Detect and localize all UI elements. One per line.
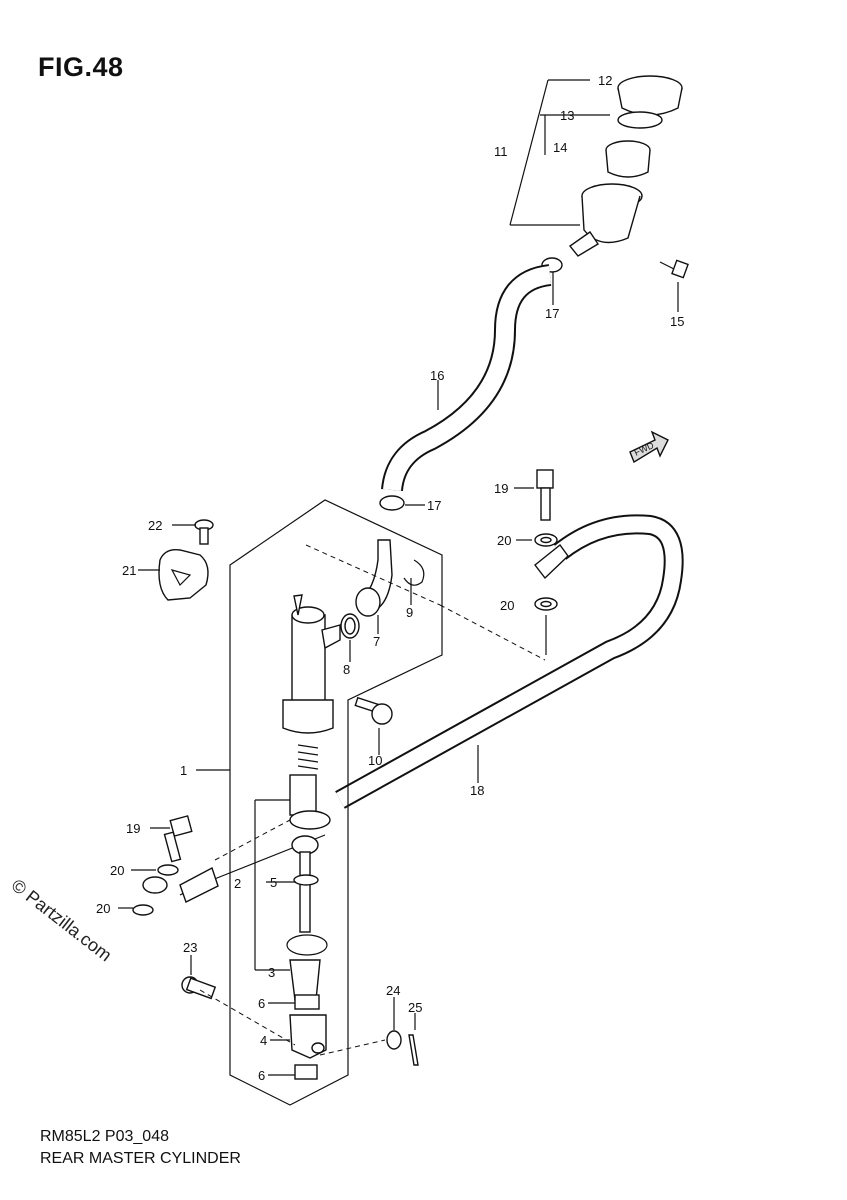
- hose-joint[interactable]: [355, 539, 393, 617]
- figure-title: FIG.48: [38, 52, 124, 82]
- callout-19b[interactable]: 19: [126, 821, 140, 836]
- callout-20c[interactable]: 20: [110, 863, 124, 878]
- diagram-name: REAR MASTER CYLINDER: [40, 1150, 241, 1167]
- brake-hose-lower-end[interactable]: [142, 834, 326, 903]
- o-ring[interactable]: [340, 613, 360, 639]
- callout-16[interactable]: 16: [430, 368, 444, 383]
- callout-10[interactable]: 10: [368, 753, 382, 768]
- callout-21[interactable]: 21: [122, 563, 136, 578]
- bolt-15[interactable]: [659, 259, 689, 279]
- spring[interactable]: [297, 744, 319, 770]
- union-bolt-left[interactable]: [163, 815, 193, 863]
- master-cylinder-body[interactable]: [282, 594, 341, 734]
- callout-2[interactable]: 2: [234, 876, 241, 891]
- callout-20b[interactable]: 20: [500, 598, 514, 613]
- callout-17a[interactable]: 17: [545, 306, 559, 321]
- callout-6a[interactable]: 6: [258, 996, 265, 1011]
- callout-18[interactable]: 18: [470, 783, 484, 798]
- piston-cup[interactable]: [289, 774, 331, 830]
- cotter-pin[interactable]: [408, 1034, 419, 1066]
- callout-labels: 12 13 11 14 17 15 16 17 19 20 20 22 21 8…: [96, 73, 684, 1083]
- callout-22[interactable]: 22: [148, 518, 162, 533]
- callout-25[interactable]: 25: [408, 1000, 422, 1015]
- clevis[interactable]: [289, 1014, 327, 1059]
- nut-lower[interactable]: [294, 1064, 318, 1080]
- assembly-guide-lines: [199, 544, 546, 1056]
- reservoir-diaphragm-plate[interactable]: [617, 111, 663, 129]
- hose-guard[interactable]: [158, 549, 209, 601]
- washer-right-upper[interactable]: [534, 533, 558, 547]
- circlip-9[interactable]: [403, 559, 425, 586]
- clevis-pin[interactable]: [181, 976, 217, 1000]
- circlip-3[interactable]: [286, 934, 328, 956]
- union-bolt-right[interactable]: [536, 469, 554, 521]
- callout-20a[interactable]: 20: [497, 533, 511, 548]
- callout-1[interactable]: 1: [180, 763, 187, 778]
- hose-clip-lower[interactable]: [379, 495, 405, 511]
- push-rod[interactable]: [291, 835, 319, 933]
- callout-9[interactable]: 9: [406, 605, 413, 620]
- pin-bolt[interactable]: [354, 696, 393, 725]
- brake-hose[interactable]: [335, 514, 684, 809]
- callout-11[interactable]: 11: [494, 144, 508, 159]
- callout-24[interactable]: 24: [386, 983, 400, 998]
- master-cylinder-assembly-outline: [229, 499, 443, 1106]
- reservoir-body[interactable]: [568, 183, 643, 257]
- callout-13[interactable]: 13: [560, 108, 574, 123]
- callout-14[interactable]: 14: [553, 140, 567, 155]
- reservoir-diaphragm[interactable]: [605, 140, 651, 178]
- washer-left-upper[interactable]: [157, 864, 179, 876]
- callout-17b[interactable]: 17: [427, 498, 441, 513]
- guard-screw[interactable]: [194, 519, 214, 545]
- reservoir-hose[interactable]: [381, 264, 552, 492]
- reservoir-cap[interactable]: [617, 75, 683, 116]
- callout-23[interactable]: 23: [183, 940, 197, 955]
- nut-upper[interactable]: [294, 994, 320, 1010]
- leader-lines: [118, 79, 679, 1076]
- washer-right-lower[interactable]: [534, 597, 558, 611]
- washer-left-lower[interactable]: [132, 904, 154, 916]
- callout-4[interactable]: 4: [260, 1033, 267, 1048]
- callout-15[interactable]: 15: [670, 314, 684, 329]
- callout-19a[interactable]: 19: [494, 481, 508, 496]
- callout-20d[interactable]: 20: [96, 901, 110, 916]
- callout-12[interactable]: 12: [598, 73, 612, 88]
- callout-8[interactable]: 8: [343, 662, 350, 677]
- forward-arrow-icon: FWD: [629, 430, 669, 464]
- callout-6b[interactable]: 6: [258, 1068, 265, 1083]
- washer-24[interactable]: [386, 1030, 402, 1050]
- callout-7[interactable]: 7: [373, 634, 380, 649]
- diagram-code: RM85L2 P03_048: [40, 1128, 169, 1145]
- boot[interactable]: [289, 959, 321, 1001]
- callout-5[interactable]: 5: [270, 875, 277, 890]
- callout-3[interactable]: 3: [268, 965, 275, 980]
